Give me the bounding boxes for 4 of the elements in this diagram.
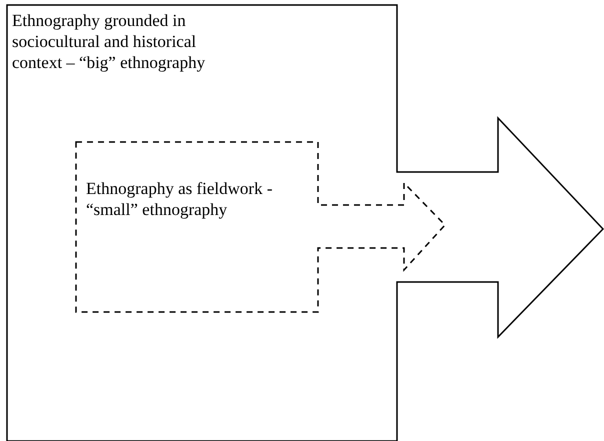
block-label: Ethnography as fieldwork - “small” ethnography	[86, 178, 274, 220]
block-label: Ethnography grounded in sociocultural and historical context – “big” ethnography	[12, 10, 206, 73]
dashed-arrow-shape	[76, 142, 445, 312]
arrow-shaped-block	[7, 5, 603, 441]
